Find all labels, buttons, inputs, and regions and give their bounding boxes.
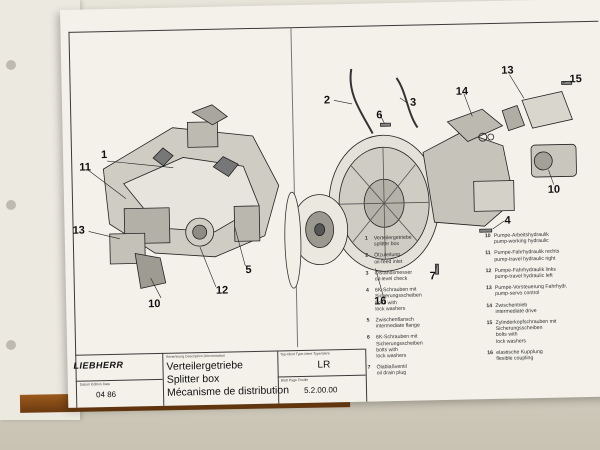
type-field-label: Typ-Ident Type-Ident Type/Ident: [280, 351, 330, 357]
designation-field-label: Benennung Description Dénomination: [166, 353, 226, 359]
legend-number: 11: [485, 250, 491, 257]
punch-hole: [6, 60, 16, 70]
callout-4: 4: [504, 214, 511, 227]
title-block-divider: [75, 378, 163, 382]
legend-number: 12: [485, 267, 492, 274]
callout-15: 15: [569, 73, 582, 86]
title-french: Mécanisme de distribution: [166, 384, 290, 399]
legend-number: 3: [365, 270, 369, 277]
callout-14: 14: [455, 85, 469, 98]
legend-item: 3 Ölstandsmesser oil-level check: [366, 268, 478, 283]
legend-text: Zylinderkopfschrauben mit Sicherungssche…: [495, 318, 557, 345]
callout-13-right: 13: [501, 64, 514, 77]
type-code: LR: [317, 359, 331, 371]
legend-item: 2 Ölzuleitung oil-feed inlet: [365, 251, 477, 266]
parts-catalog-page: 11 1 13 5 12 10 2 3 6 13 14 15 10 4 7 16…: [60, 0, 600, 408]
legend-text: Ölzuleitung oil-feed inlet: [374, 252, 403, 266]
edition-date: 04 86: [95, 389, 117, 400]
callout-11: 11: [79, 161, 92, 174]
legend-text: Zwischenflansch intermediate flange: [375, 316, 420, 330]
legend-text: Pumpe-Fahrhydraulik rechts pump-travel h…: [494, 249, 560, 263]
right-exploded-drawing: [284, 68, 577, 289]
legend-number: 13: [485, 285, 492, 292]
splitter-box-drawings: [87, 68, 577, 300]
callout-6: 6: [376, 109, 383, 122]
title-block: LIEBHERR Benennung Description Dénominat…: [67, 344, 600, 408]
legend-text: 6K-Schrauben mit Sicherungsscheiben bolt…: [374, 286, 422, 313]
left-leader-lines: [87, 160, 246, 299]
legend-text: Zwischentrieb intermediate drive: [495, 301, 537, 315]
callout-5: 5: [245, 264, 252, 277]
legend-item: 5 Zwischenflansch intermediate flange: [367, 315, 479, 330]
legend-number: 2: [365, 253, 369, 260]
punch-hole: [6, 340, 16, 350]
callout-1: 1: [100, 149, 108, 162]
sheet-field-label: Blatt Page Feuille: [280, 377, 309, 383]
title-block-divider: [277, 374, 366, 378]
legend-text: Pumpe-Vorsteuerung Fahrhydr. pump-servo …: [494, 283, 568, 298]
title-block-divider: [365, 348, 368, 402]
legend-number: 10: [484, 233, 491, 240]
liebherr-logo: LIEBHERR: [73, 359, 124, 371]
punch-hole: [6, 200, 16, 210]
title-english: Splitter box: [166, 372, 220, 386]
legend-number: 14: [486, 302, 493, 309]
callout-2: 2: [323, 94, 331, 107]
legend-number: 1: [364, 235, 368, 242]
legend-item: 1 Verteilergetriebe splitter box: [365, 233, 477, 248]
callout-13: 13: [72, 224, 85, 237]
left-gearbox-drawing: [102, 104, 280, 289]
right-leader-lines: [333, 74, 567, 300]
sheet-number: 5.2.00.00: [303, 385, 338, 395]
legend-text: Pumpe-Arbeitshydraulik pump-working hydr…: [493, 231, 549, 246]
callout-12: 12: [215, 284, 229, 297]
edition-field-label: Datum Edition Date: [79, 382, 111, 387]
title-german: Verteilergetriebe: [166, 359, 244, 373]
callout-10-right: 10: [547, 183, 561, 196]
legend-text: Verteilergetriebe splitter box: [373, 234, 412, 248]
legend-text: Pumpe-Fahrhydraulik links pump-travel hy…: [494, 266, 557, 280]
legend-number: 5: [366, 317, 370, 324]
legend-text: Ölstandsmesser oil-level check: [374, 269, 413, 283]
callout-10: 10: [148, 297, 161, 311]
callout-3: 3: [409, 96, 417, 109]
